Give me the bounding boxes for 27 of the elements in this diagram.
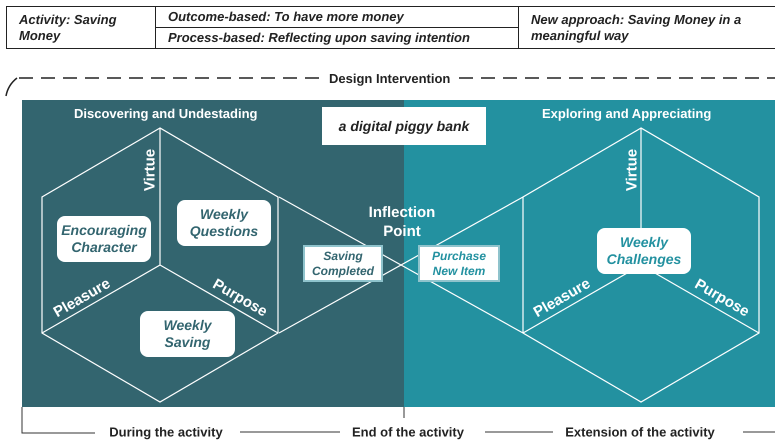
box-label: Saving Completed — [310, 248, 375, 278]
cell-text: New approach: Saving Money in a meaningful way — [531, 12, 742, 44]
timeline-label: During the activity — [109, 424, 223, 440]
panel-title: Exploring and Appreciating — [542, 105, 712, 122]
cell-text: Process-based: Reflecting upon saving intention — [168, 30, 470, 46]
title-box — [322, 107, 486, 145]
box-label: Weekly Challenges — [606, 234, 682, 268]
activity-box — [597, 228, 691, 274]
cell-text: Outcome-based: To have more money — [168, 9, 404, 25]
axis-label: Virtue — [142, 148, 158, 192]
milestone-box — [303, 245, 383, 282]
cell-text: Activity: Saving Money — [19, 12, 118, 44]
box-label: Weekly Saving — [162, 317, 213, 351]
box-label: Encouraging Character — [60, 222, 148, 256]
panel-title: Discovering and Undestading — [74, 105, 258, 122]
box-label: a digital piggy bank — [338, 118, 470, 134]
milestone-box — [418, 245, 500, 282]
box-label: Weekly Questions — [188, 206, 260, 240]
box-label: Purchase New Item — [430, 248, 488, 278]
table-cell — [518, 6, 775, 49]
axis-label: Virtue — [624, 148, 640, 192]
activity-box — [57, 216, 151, 262]
table-cell — [6, 6, 156, 49]
timeline-label: End of the activity — [352, 424, 464, 440]
inflection-point-label: Inflection Point — [368, 203, 436, 241]
activity-box — [177, 200, 271, 246]
timeline-label: Extension of the activity — [565, 424, 715, 440]
